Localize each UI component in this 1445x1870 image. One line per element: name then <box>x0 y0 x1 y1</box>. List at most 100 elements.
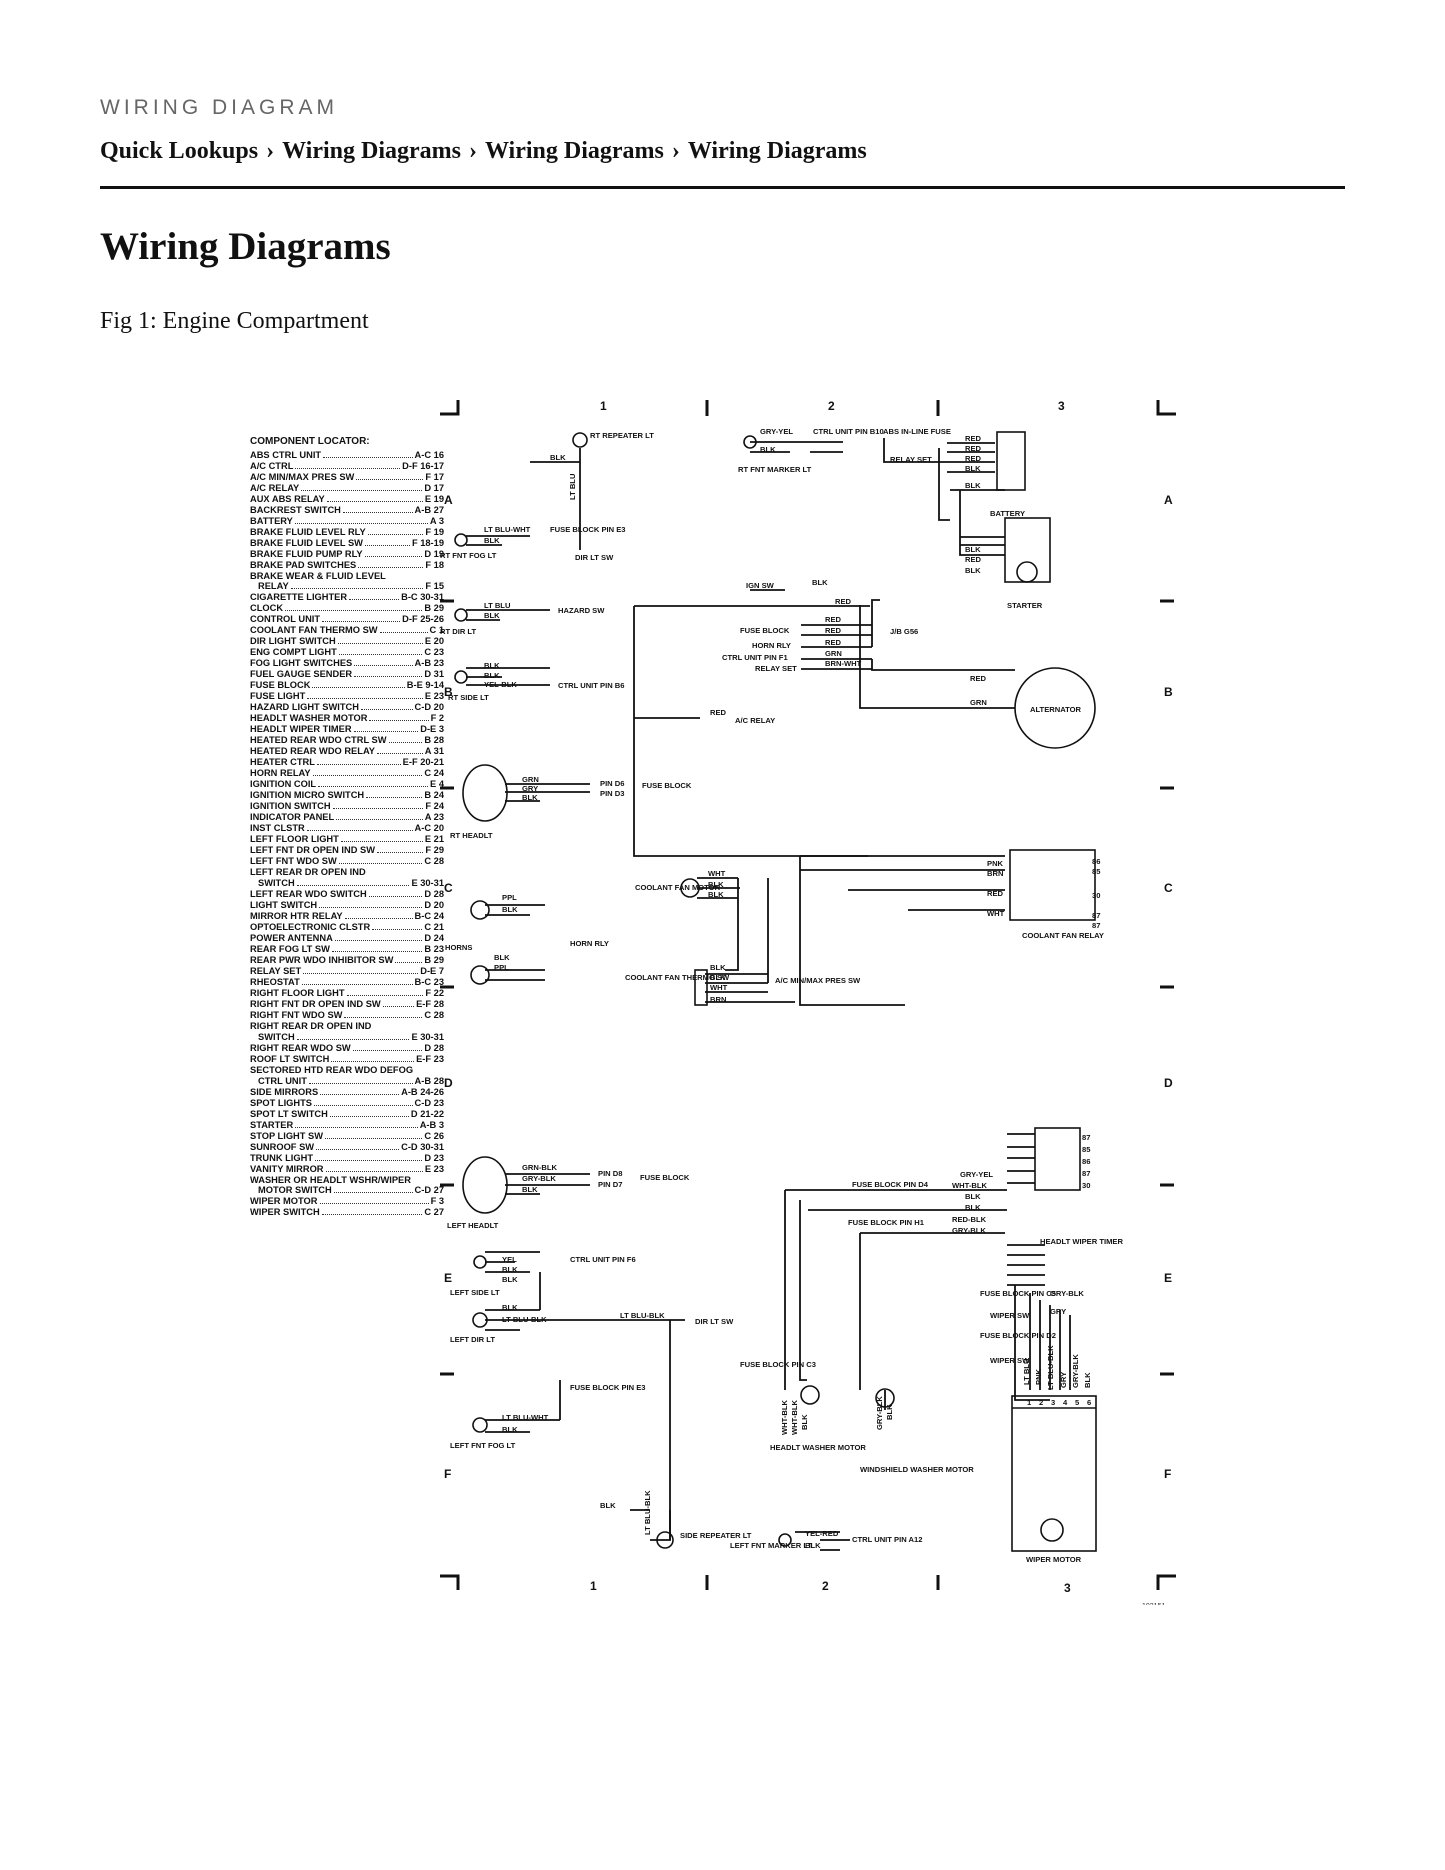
locator-entry-name: VANITY MIRROR <box>250 1163 324 1174</box>
locator-entry-ref: F 17 <box>425 471 444 482</box>
locator-entry-name: ROOF LT SWITCH <box>250 1053 330 1064</box>
locator-entry-leader <box>354 676 423 678</box>
locator-entry-ref: F 18-19 <box>411 537 444 548</box>
locator-entry-ref: A-C 16 <box>414 449 444 460</box>
locator-entry-ref: D 19 <box>424 548 444 559</box>
label-lt-blu-wht-2: LT BLU-WHT <box>502 1413 549 1422</box>
locator-entry-name: SECTORED HTD REAR WDO DEFOG <box>250 1064 414 1075</box>
label-side-repeater-lt: SIDE REPEATER LT <box>680 1531 752 1540</box>
label-blk-7: BLK <box>965 566 981 575</box>
locator-entry-name: LEFT FLOOR LIGHT <box>250 834 339 845</box>
locator-entry-name: AUX ABS RELAY <box>250 493 325 504</box>
locator-entry-name: LEFT REAR WDO SWITCH <box>250 889 367 900</box>
grid-row-b-left: B <box>444 685 453 699</box>
coolant-fan-motor-symbol <box>680 878 700 898</box>
locator-entry-leader <box>313 1104 413 1106</box>
label-motor-pin-2: 2 <box>1039 1398 1043 1407</box>
rt-repeater-lt-symbol <box>572 432 588 448</box>
label-blk-10: BLK <box>484 661 500 670</box>
label-dir-lt-sw: DIR LT SW <box>575 553 614 562</box>
breadcrumb-wiring-diagrams-2[interactable]: Wiring Diagrams <box>484 138 664 164</box>
locator-entry-name: HORN RELAY <box>250 768 311 779</box>
locator-entry-ref: B 23 <box>424 944 444 955</box>
label-wht-2: WHT <box>708 869 726 878</box>
locator-entry: AUX ABS RELAY E 19 <box>250 494 444 505</box>
locator-entry-leader <box>377 753 423 755</box>
locator-entry-leader <box>333 1192 413 1194</box>
locator-entry-leader <box>354 665 413 667</box>
locator-entry-name: RHEOSTAT <box>250 977 300 988</box>
left-side-lt-symbol <box>473 1255 487 1269</box>
locator-entry-ref: D 28 <box>424 889 444 900</box>
locator-entry-leader <box>312 687 405 689</box>
locator-entry-ref: C 21 <box>424 922 444 933</box>
locator-entry-ref: B-E 9-14 <box>406 680 444 691</box>
locator-entry-leader <box>301 984 413 986</box>
locator-entry-leader <box>379 632 428 634</box>
locator-entry-ref: D-E 7 <box>420 966 444 977</box>
label-blk-11: BLK <box>484 671 500 680</box>
page-title: Wiring Diagrams <box>100 225 391 268</box>
grid-row-f-right: F <box>1164 1467 1171 1481</box>
locator-entry-leader <box>340 841 423 843</box>
label-dir-lt-sw-2: DIR LT SW <box>695 1317 734 1326</box>
label-pnk-2: PNK <box>1034 1368 1043 1385</box>
locator-entry: RIGHT REAR DR OPEN IND <box>250 1021 444 1032</box>
locator-entry-leader <box>358 566 424 568</box>
locator-entry-ref: A-B 23 <box>414 658 444 669</box>
locator-entry-ref: C-D 30-31 <box>401 1141 444 1152</box>
grid-row-b-right: B <box>1164 685 1173 699</box>
breadcrumb-quick-lookups[interactable]: Quick Lookups <box>100 138 259 164</box>
locator-entry-leader <box>290 588 424 590</box>
locator-entry-name: DIR LIGHT SWITCH <box>250 636 336 647</box>
breadcrumb-wiring-diagrams-1[interactable]: Wiring Diagrams <box>282 138 461 164</box>
locator-entry-name: SPOT LT SWITCH <box>250 1108 328 1119</box>
locator-entry: BRAKE WEAR & FLUID LEVEL <box>250 571 444 582</box>
label-red-6: RED <box>825 615 842 624</box>
locator-entry-name: WASHER OR HEADLT WSHR/WIPER <box>250 1174 411 1185</box>
label-red-11: RED <box>987 889 1004 898</box>
label-brn-2: BRN <box>710 995 726 1004</box>
components <box>454 431 1097 1552</box>
locator-entry-leader <box>316 1148 400 1150</box>
label-left-headlt: LEFT HEADLT <box>447 1221 499 1230</box>
label-motor-pin-6: 6 <box>1087 1398 1091 1407</box>
grid-col-3-top: 3 <box>1058 399 1065 413</box>
locator-entry-ref: E 19 <box>424 493 444 504</box>
figure-caption: Fig 1: Engine Compartment <box>100 308 369 334</box>
locator-entry-leader <box>285 610 423 612</box>
label-lt-blu: LT BLU <box>568 473 577 500</box>
locator-entry-ref: C 1 <box>429 625 444 636</box>
grid-ticks <box>440 400 1174 1590</box>
rt-headlt-symbol <box>462 764 508 822</box>
rt-fnt-fog-symbol <box>454 533 468 547</box>
label-pin-d8: PIN D8 <box>598 1169 622 1178</box>
label-wht-blk-3: WHT-BLK <box>790 1399 799 1435</box>
locator-entry-leader <box>318 786 429 788</box>
locator-entry-name: RELAY SET <box>250 966 302 977</box>
coolant-fan-thermo-symbol <box>694 969 708 1006</box>
locator-entry-ref: B-C 30-31 <box>401 592 444 603</box>
locator-entry-name: LIGHT SWITCH <box>250 900 318 911</box>
locator-entry-name: LEFT REAR DR OPEN IND <box>250 867 366 878</box>
locator-entry-name: SIDE MIRRORS <box>250 1086 319 1097</box>
label-grn-3: GRN <box>522 775 539 784</box>
wires <box>466 438 1071 1551</box>
breadcrumb-wiring-diagrams-3[interactable]: Wiring Diagrams <box>687 138 867 164</box>
label-red-4: RED <box>965 555 982 564</box>
locator-entry-name: REAR PWR WDO INHIBITOR SW <box>250 955 394 966</box>
locator-entry-leader <box>360 709 413 711</box>
locator-entry-name: SUNROOF SW <box>250 1141 315 1152</box>
locator-entry-ref: C 27 <box>424 1207 444 1218</box>
locator-entry-leader <box>368 896 423 898</box>
label-grn-blk: GRN-BLK <box>522 1163 558 1172</box>
